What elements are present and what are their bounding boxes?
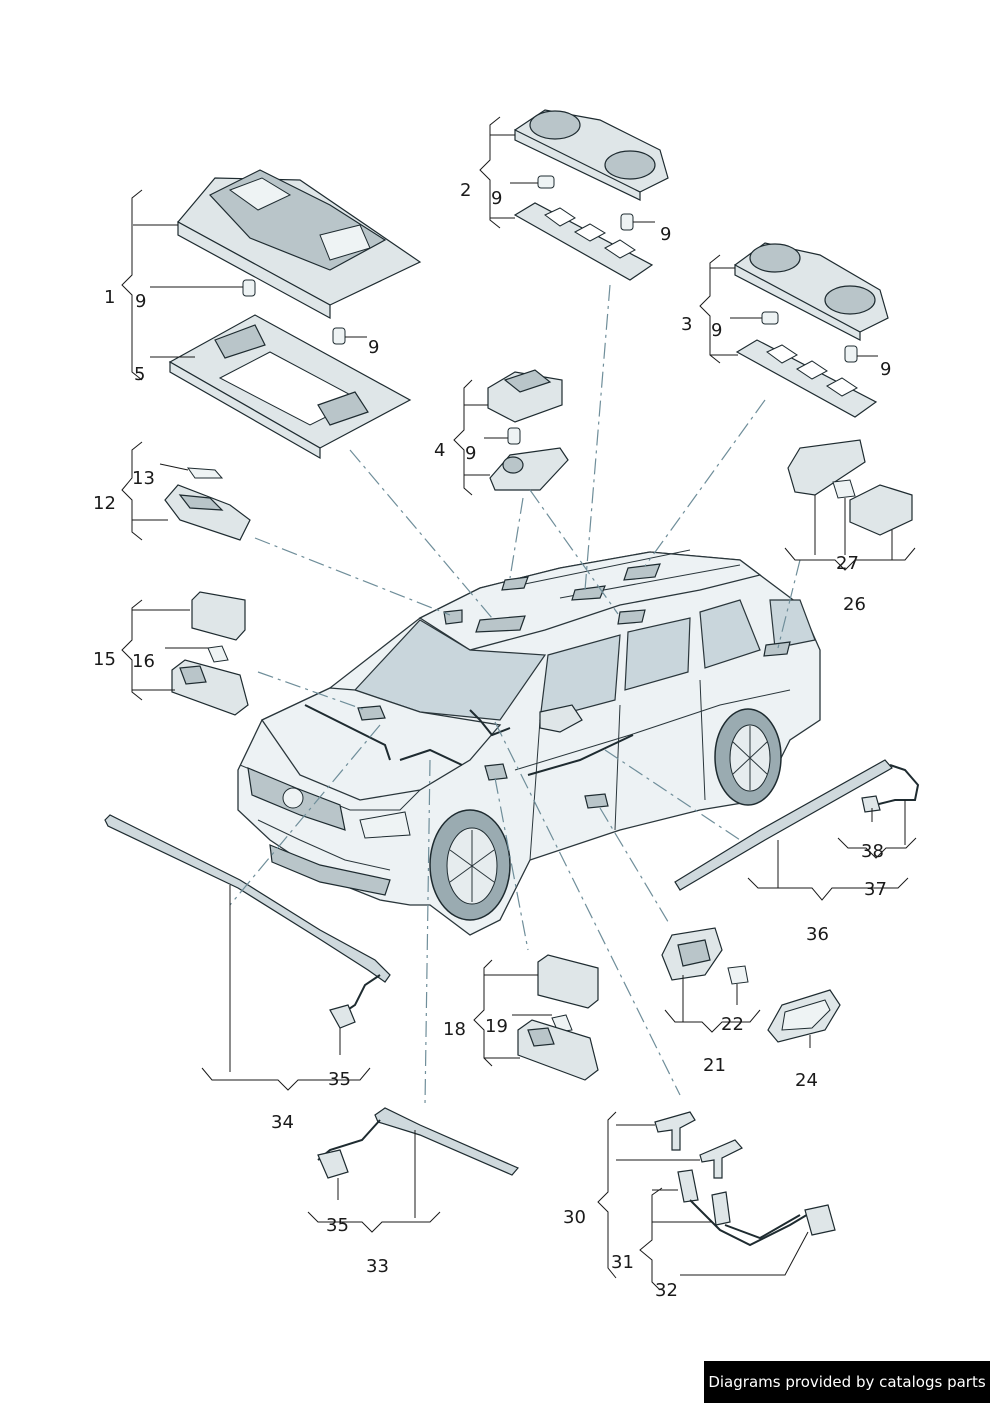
callout-19: 19: [485, 1016, 508, 1037]
callout-15: 15: [93, 649, 116, 670]
callout-16: 16: [132, 651, 155, 672]
callout-9: 9: [135, 291, 147, 312]
callout-1: 1: [104, 287, 116, 308]
part-36-light-strip: [674, 759, 920, 891]
callout-9: 9: [660, 224, 672, 245]
callout-37: 37: [864, 879, 887, 900]
part-3-reading-light: [734, 242, 889, 418]
callout-4: 4: [434, 440, 446, 461]
part-18-lamp: [517, 954, 599, 1081]
callout-9: 9: [880, 359, 892, 380]
vehicle-illustration: [237, 549, 821, 936]
callout-31: 31: [611, 1252, 634, 1273]
part-12-courtesy-lamp: [164, 467, 251, 541]
credit-text: Diagrams provided by catalogs parts: [708, 1373, 986, 1391]
callout-35: 35: [328, 1069, 351, 1090]
callout-5: 5: [134, 364, 146, 385]
callout-24: 24: [795, 1070, 818, 1091]
callout-9: 9: [711, 320, 723, 341]
leader-lines: [121, 116, 917, 1291]
part-5-console-frame: [168, 314, 412, 460]
part-26-lamp: [787, 439, 913, 536]
part-15-lamp: [171, 591, 249, 716]
part-34-light-strip: [104, 814, 391, 1029]
callout-30: 30: [563, 1207, 586, 1228]
callout-13: 13: [132, 468, 155, 489]
callout-38: 38: [861, 841, 884, 862]
callout-9: 9: [465, 443, 477, 464]
callout-3: 3: [681, 314, 693, 335]
callout-2: 2: [460, 180, 472, 201]
location-lines: [229, 284, 801, 1106]
part-4-light-unit: [487, 369, 569, 491]
callout-27: 27: [836, 553, 859, 574]
bulbs-9-set: [242, 175, 858, 445]
callout-32: 32: [655, 1280, 678, 1301]
part-1-overhead-console: [177, 169, 422, 320]
part-30-harness: [654, 1111, 836, 1247]
part-2-reading-light: [513, 109, 669, 281]
callout-33: 33: [366, 1256, 389, 1277]
callout-21: 21: [703, 1055, 726, 1076]
callout-22: 22: [721, 1014, 744, 1035]
callout-18: 18: [443, 1019, 466, 1040]
callout-34: 34: [271, 1112, 294, 1133]
part-33-light-strip: [317, 1107, 519, 1179]
callout-35: 35: [326, 1215, 349, 1236]
credit-banner: Diagrams provided by catalogs parts: [704, 1361, 990, 1403]
callout-9: 9: [491, 188, 503, 209]
part-21-puddle-lamp: [661, 927, 749, 985]
callout-9: 9: [368, 337, 380, 358]
callout-12: 12: [93, 493, 116, 514]
callout-36: 36: [806, 924, 829, 945]
callout-26: 26: [843, 594, 866, 615]
part-24-lens: [767, 989, 841, 1043]
